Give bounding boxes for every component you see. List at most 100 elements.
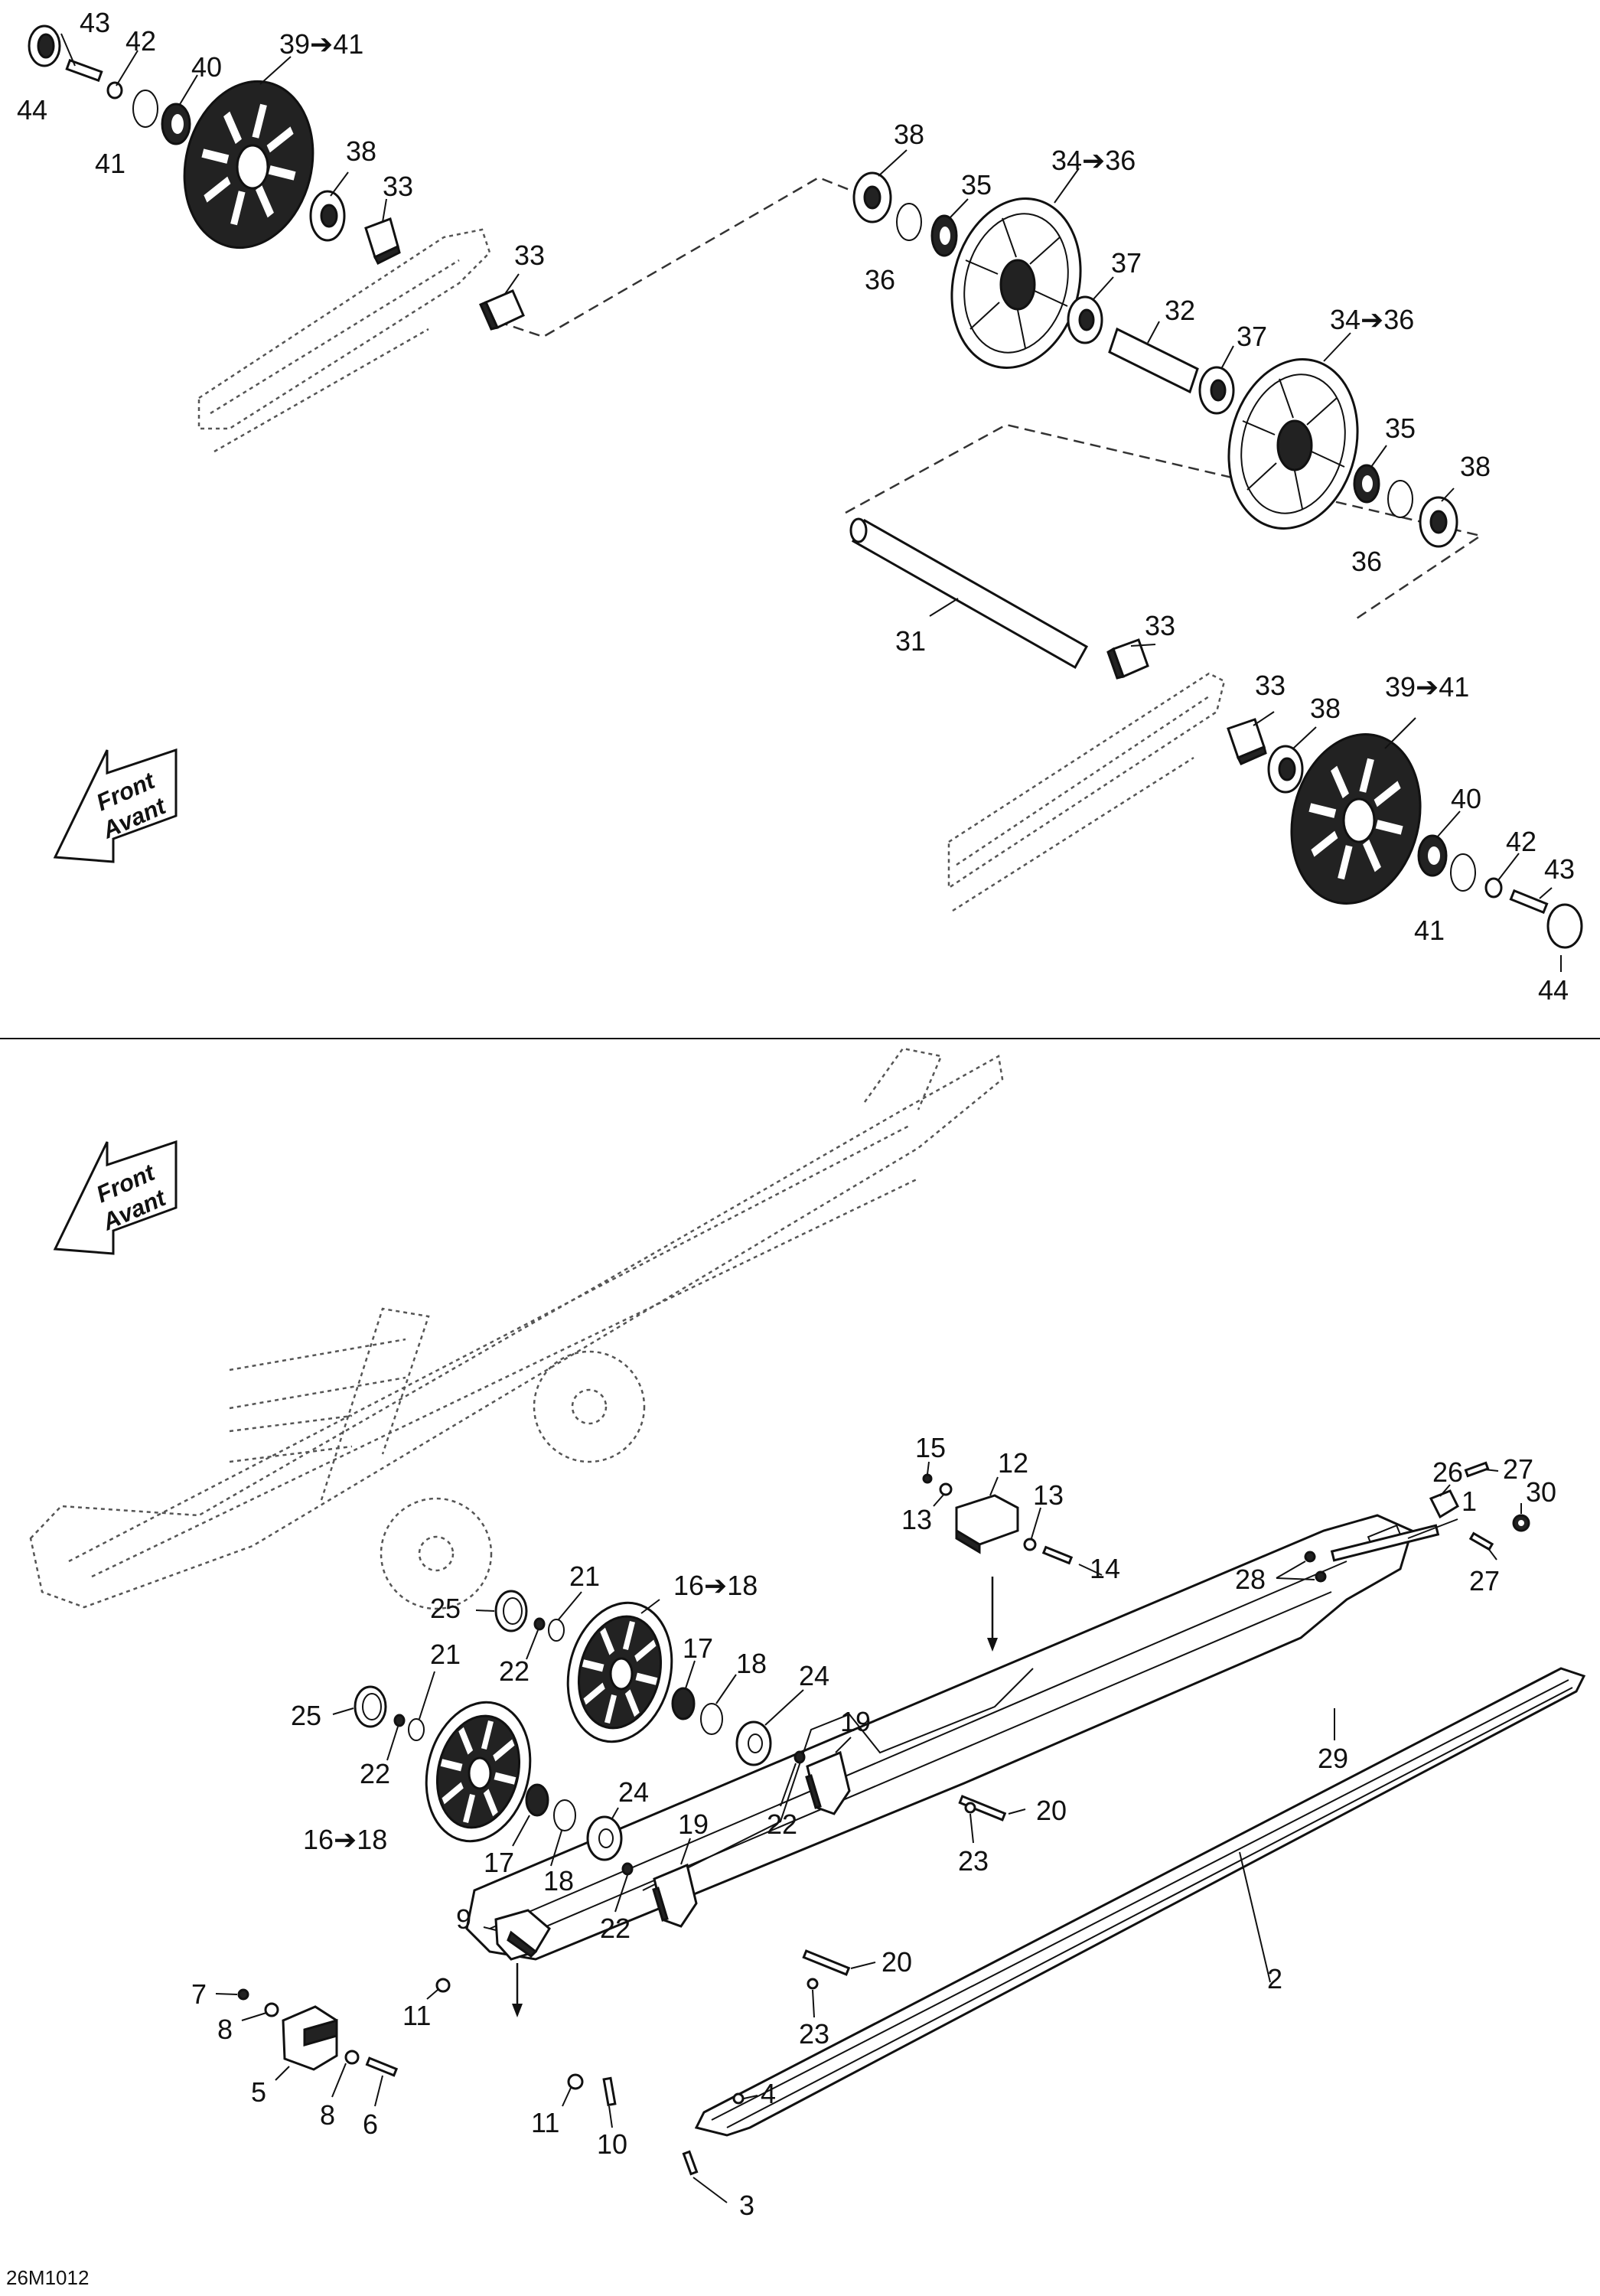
washer-8b bbox=[344, 2050, 360, 2065]
bearing-35a-inner bbox=[940, 227, 950, 245]
bolt-43a bbox=[65, 58, 103, 83]
callout-label: 39➔41 bbox=[279, 28, 363, 60]
screw-14 bbox=[1041, 1545, 1074, 1565]
callout-label: 29 bbox=[1318, 1743, 1348, 1774]
callout-label: 21 bbox=[430, 1639, 461, 1670]
washer-42a bbox=[106, 81, 123, 99]
callout-label: 33 bbox=[514, 240, 545, 271]
callout-label: 7 bbox=[191, 1978, 207, 2010]
ghost-wheel-a-hub bbox=[418, 1535, 455, 1572]
screw-28b bbox=[1315, 1570, 1327, 1583]
bumper-arrow-head bbox=[987, 1638, 998, 1652]
callout-label: 21 bbox=[569, 1561, 600, 1592]
screw-10 bbox=[602, 2076, 617, 2107]
washer-11b bbox=[567, 2073, 584, 2090]
washer-23a bbox=[964, 1802, 976, 1814]
callout-label: 27 bbox=[1469, 1565, 1500, 1596]
callout-label: 38 bbox=[346, 135, 376, 167]
callout-label: 8 bbox=[320, 2099, 335, 2131]
callout-label: 38 bbox=[894, 119, 924, 150]
block-9-face bbox=[507, 1930, 538, 1958]
screw-28a bbox=[1304, 1551, 1316, 1563]
washer-11a bbox=[435, 1978, 451, 1993]
bolt-20b bbox=[802, 1949, 851, 1976]
slide-frame-1-arch bbox=[642, 1668, 1034, 1891]
washer-38b-inner bbox=[863, 185, 881, 210]
callout-label: 3 bbox=[739, 2190, 754, 2221]
tube-32 bbox=[1108, 327, 1199, 394]
nut-22a bbox=[533, 1617, 546, 1631]
drawing-code: 26M1012 bbox=[6, 2266, 89, 2289]
callout-label: 28 bbox=[1235, 1564, 1266, 1595]
callout-label: 22 bbox=[360, 1758, 390, 1789]
nut-15 bbox=[922, 1473, 933, 1484]
ring-41b bbox=[1450, 853, 1476, 892]
washer-13a bbox=[939, 1482, 953, 1496]
callout-label: 42 bbox=[1506, 826, 1536, 857]
wheel-39-41a-hub bbox=[236, 144, 269, 190]
ghost-wheel-b-hub bbox=[571, 1388, 608, 1425]
bearing-17b bbox=[525, 1783, 549, 1817]
callout-label: 35 bbox=[1385, 413, 1416, 444]
callout-label: 15 bbox=[915, 1432, 946, 1463]
callout-label: 44 bbox=[1538, 974, 1569, 1006]
block-33b-face bbox=[479, 301, 500, 331]
bearing-17a bbox=[671, 1687, 696, 1720]
callout-labels: 43 42 39➔41 40 44 41 38 33 33 38 35 36 3… bbox=[17, 7, 1575, 2221]
top-assembly: Front Avant bbox=[28, 24, 1583, 972]
callout-label: 19 bbox=[840, 1706, 871, 1737]
bearing-35b-inner bbox=[1362, 475, 1373, 492]
cap-25b-inner bbox=[362, 1693, 382, 1720]
callout-label: 13 bbox=[1033, 1479, 1064, 1511]
callout-label: 11 bbox=[402, 2000, 431, 2031]
washer-23b bbox=[807, 1978, 819, 1990]
rail-frame-right bbox=[947, 672, 1226, 912]
wheel-16-18b-hub bbox=[468, 1756, 492, 1790]
callout-label: 25 bbox=[291, 1700, 321, 1731]
spacer-37a-inner bbox=[1078, 308, 1095, 331]
callout-label: 38 bbox=[1460, 451, 1491, 482]
callout-label: 36 bbox=[1351, 546, 1382, 577]
shaft-31 bbox=[851, 518, 1089, 670]
block-9-arrow-head bbox=[512, 2004, 523, 2017]
callout-label: 43 bbox=[1544, 853, 1575, 885]
spacer-37b-inner bbox=[1210, 379, 1227, 402]
callout-label: 42 bbox=[125, 25, 156, 57]
cap-25a-inner bbox=[503, 1597, 523, 1625]
callout-label: 22 bbox=[499, 1655, 530, 1687]
ghost-suspension-frame bbox=[29, 1047, 1004, 1609]
callout-label: 33 bbox=[383, 171, 413, 202]
ghost-wheel-b bbox=[533, 1350, 646, 1463]
bolt-27a bbox=[1464, 1461, 1490, 1478]
screw-3 bbox=[682, 2150, 699, 2176]
callout-label: 37 bbox=[1111, 247, 1142, 279]
callout-label: 8 bbox=[217, 2014, 233, 2045]
cap-44a-inner bbox=[37, 33, 55, 59]
callout-label: 12 bbox=[998, 1447, 1028, 1479]
nut-22c bbox=[393, 1714, 406, 1727]
ring-36a bbox=[896, 203, 922, 241]
wheel-16-18a-hub bbox=[609, 1657, 634, 1691]
guide-line-top bbox=[497, 176, 850, 338]
callout-label: 37 bbox=[1237, 321, 1267, 352]
front-arrow-bottom: Front Avant bbox=[53, 1140, 178, 1255]
front-arrow-top: Front Avant bbox=[53, 748, 178, 863]
callout-label: 30 bbox=[1526, 1476, 1556, 1508]
callout-label: 11 bbox=[531, 2107, 559, 2138]
bolt-27b bbox=[1468, 1531, 1494, 1551]
block-33a-face bbox=[373, 244, 401, 266]
ring-41a bbox=[132, 90, 158, 128]
callout-label: 32 bbox=[1165, 295, 1195, 326]
callout-label: 27 bbox=[1503, 1453, 1533, 1485]
callout-label: 34➔36 bbox=[1051, 145, 1136, 176]
block-33d-face bbox=[1236, 745, 1267, 765]
shaft-31-end bbox=[849, 517, 868, 543]
callout-label: 40 bbox=[1451, 783, 1481, 814]
bottom-assembly: Front Avant bbox=[29, 1047, 1586, 2203]
washer-38c-inner bbox=[1429, 510, 1448, 534]
callout-label: 23 bbox=[799, 2018, 829, 2050]
callout-label: 39➔41 bbox=[1385, 671, 1469, 703]
mount-19b-face bbox=[652, 1887, 669, 1922]
callout-label: 4 bbox=[761, 2078, 776, 2109]
